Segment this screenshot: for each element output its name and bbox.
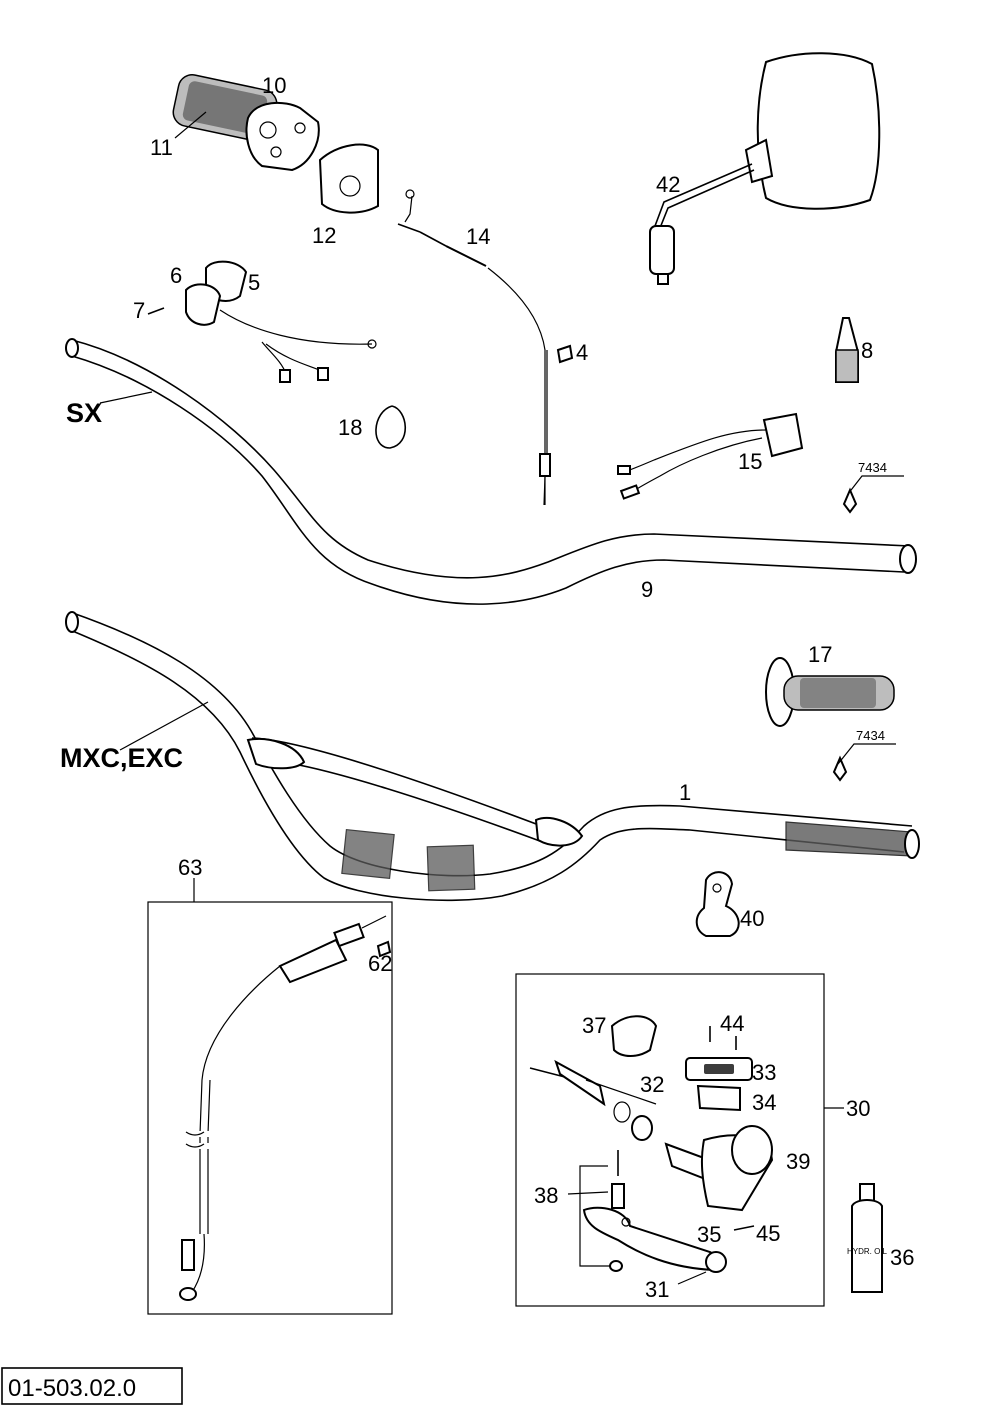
callout-31: 31	[645, 1277, 669, 1302]
diagram-code-box	[1, 1367, 183, 1405]
callout-5: 5	[248, 270, 260, 295]
callout-36: 36	[890, 1245, 914, 1270]
throttle-housing	[245, 101, 320, 172]
callout-35: 35	[697, 1222, 721, 1247]
callout-33: 33	[752, 1060, 776, 1085]
start-button-harness	[617, 412, 804, 500]
grip	[765, 657, 895, 727]
callout-38: 38	[534, 1183, 558, 1208]
callout-12: 12	[312, 223, 336, 248]
hydraulic-oil-bottle: HYDR. OIL	[847, 1183, 888, 1293]
cable-tie	[375, 405, 406, 449]
variant-label-mxc-exc: MXC,EXC	[60, 743, 183, 773]
callout-30: 30	[846, 1096, 870, 1121]
callout-10: 10	[262, 73, 286, 98]
torque-ref-bottom: 7434	[856, 728, 885, 743]
clutch-master-box	[515, 973, 844, 1307]
callout-1: 1	[679, 780, 691, 805]
callout-42: 42	[656, 172, 680, 197]
clutch-cable-box	[147, 878, 393, 1315]
callout-63: 63	[178, 855, 202, 880]
variant-label-sx: SX	[66, 398, 102, 428]
callout-17: 17	[808, 642, 832, 667]
callout-11: 11	[150, 135, 173, 160]
callout-40: 40	[740, 906, 764, 931]
throttle-cable	[397, 189, 574, 506]
callout-32: 32	[640, 1072, 664, 1097]
hydraulic-oil-label: HYDR. OIL	[847, 1247, 888, 1256]
callout-45: 45	[756, 1221, 780, 1246]
callout-6: 6	[170, 263, 182, 288]
callout-62: 62	[368, 951, 392, 976]
torque-ref-top: 7434	[858, 460, 887, 475]
callout-34: 34	[752, 1090, 776, 1115]
kill-switch	[147, 260, 377, 383]
callout-8: 8	[861, 338, 873, 363]
callout-37: 37	[582, 1013, 606, 1038]
clamp	[695, 871, 740, 937]
callout-14: 14	[466, 224, 490, 249]
torque-marker-top	[842, 475, 904, 514]
callout-15: 15	[738, 449, 762, 474]
leader-lines	[99, 111, 707, 1285]
callout-4: 4	[576, 340, 588, 365]
diagram-code: 01-503.02.0	[8, 1375, 136, 1402]
throttle-cover	[318, 143, 379, 214]
handlebar-sx	[65, 338, 917, 605]
threadlock-bottle	[835, 317, 859, 383]
callout-9: 9	[641, 577, 653, 602]
callout-39: 39	[786, 1149, 810, 1174]
callout-44: 44	[720, 1011, 744, 1036]
torque-marker-bottom	[832, 743, 896, 782]
callout-18: 18	[338, 415, 362, 440]
callout-7: 7	[133, 298, 145, 323]
mirror	[649, 52, 881, 285]
handlebar-mxc-exc	[65, 611, 920, 902]
throttle-grip	[172, 74, 278, 142]
